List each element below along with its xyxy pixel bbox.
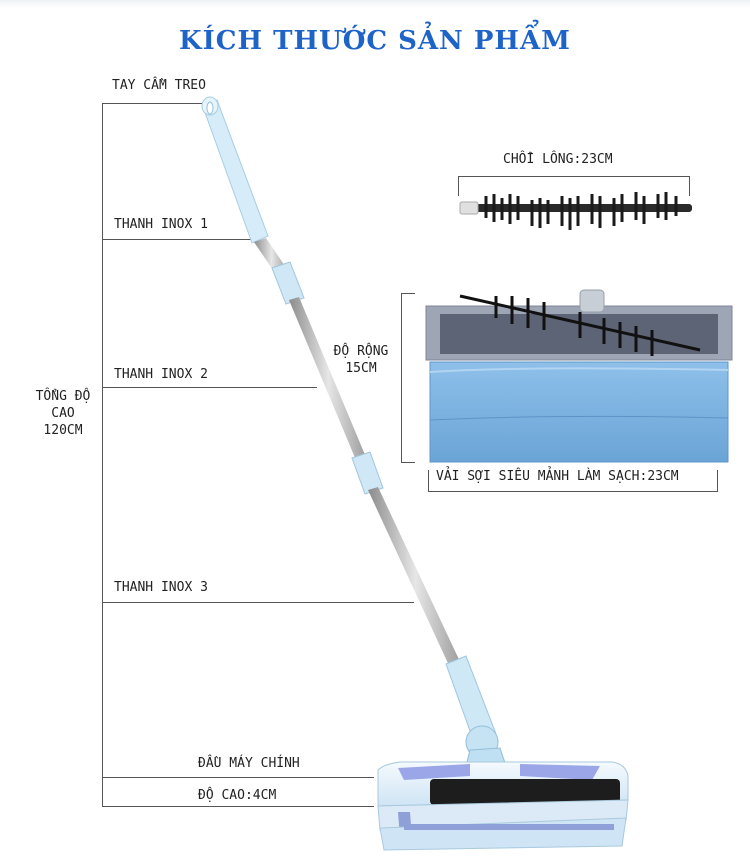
lower-joint xyxy=(445,655,509,775)
bar2-label: THANH INOX 2 xyxy=(114,367,208,382)
head-top-leader-line xyxy=(102,777,374,778)
bar1-leader-line xyxy=(102,239,254,240)
pad-bracket-top xyxy=(401,293,415,294)
bar1-label: THANH INOX 1 xyxy=(114,217,208,232)
total-height-line3: 120CM xyxy=(43,423,83,438)
connector-2 xyxy=(351,451,384,495)
top-strip xyxy=(0,0,750,8)
head-open-view xyxy=(425,289,733,463)
brush-dimension-line xyxy=(458,176,690,177)
handle-grip xyxy=(201,96,269,244)
cloth-dimension-right-tick xyxy=(717,470,718,492)
bar3-leader-line xyxy=(102,602,414,603)
height-label: ĐỘ CAO:4CM xyxy=(198,788,277,803)
total-height-label: TỔNG ĐỘ CAO 120CM xyxy=(28,388,98,439)
brush-roller xyxy=(459,192,692,230)
page-title: KÍCH THƯỚC SẢN PHẨM xyxy=(179,26,571,56)
total-height-line2: CAO xyxy=(51,406,75,421)
width-line2: 15CM xyxy=(345,361,377,376)
width-label: ĐỘ RỘNG 15CM xyxy=(322,343,400,377)
pad-bracket-vertical xyxy=(401,293,402,462)
total-height-line1: TỔNG ĐỘ xyxy=(35,389,91,404)
connector-1 xyxy=(271,261,305,305)
brush-dimension-left-tick xyxy=(458,176,459,196)
head-bottom-leader-line xyxy=(102,806,374,807)
cloth-dimension-line xyxy=(428,491,718,492)
width-line1: ĐỘ RỘNG xyxy=(333,344,389,359)
brush-dimension-right-tick xyxy=(689,176,690,196)
handle-label: TAY CẦM TREO xyxy=(112,78,206,93)
steel-bar-3 xyxy=(368,487,463,672)
bar2-leader-line xyxy=(102,387,317,388)
main-head xyxy=(377,761,629,851)
main-head-label: ĐẦU MÁY CHÍNH xyxy=(198,756,300,771)
cloth-dimension-left-tick xyxy=(428,470,429,492)
handle-leader-line xyxy=(102,103,202,104)
brush-label: CHỔI LÔNG:23CM xyxy=(503,152,613,167)
pad-bracket-bottom xyxy=(401,462,415,463)
cloth-label: VẢI SỢI SIÊU MẢNH LÀM SẠCH:23CM xyxy=(436,469,679,484)
bar3-label: THANH INOX 3 xyxy=(114,580,208,595)
left-bracket-vertical xyxy=(102,103,103,806)
steel-bar-2 xyxy=(289,297,368,465)
